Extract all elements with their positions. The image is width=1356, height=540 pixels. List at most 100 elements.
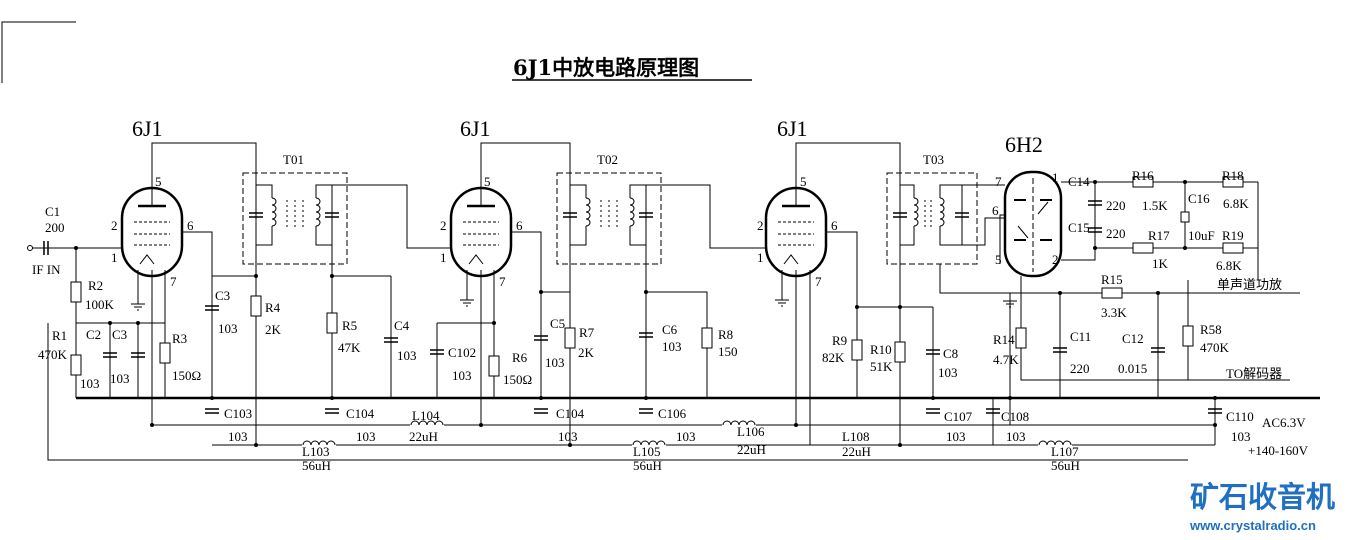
l103-value: 56uH bbox=[302, 458, 331, 473]
c6-value: 103 bbox=[662, 339, 682, 354]
c1-value: 200 bbox=[45, 220, 65, 235]
pin-label: 5 bbox=[800, 174, 807, 189]
tube-label-v2: 6J1 bbox=[460, 116, 491, 141]
wiring bbox=[30, 142, 1300, 461]
c11-value: 220 bbox=[1070, 361, 1090, 376]
c106-value: 103 bbox=[676, 429, 696, 444]
c12-value: 0.015 bbox=[1118, 361, 1147, 376]
transformer-t01 bbox=[242, 172, 348, 265]
r10-label: R10 bbox=[870, 342, 892, 357]
transformer-label: T03 bbox=[923, 152, 944, 167]
r7-value: 2K bbox=[578, 345, 595, 360]
decoder-output-label: TO解码器 bbox=[1226, 366, 1282, 381]
r5-label: R5 bbox=[342, 318, 357, 333]
pin-label: 5 bbox=[484, 174, 491, 189]
c103-value: 103 bbox=[228, 429, 248, 444]
c107-label: C107 bbox=[944, 409, 973, 424]
c14-label: C14 bbox=[1068, 174, 1090, 189]
c12-label: C12 bbox=[1122, 331, 1144, 346]
c11-label: C11 bbox=[1070, 329, 1091, 344]
transformer-label: T01 bbox=[283, 152, 304, 167]
r2-label: R2 bbox=[88, 278, 103, 293]
pin-label: 2 bbox=[111, 218, 118, 233]
r15-label: R15 bbox=[1101, 272, 1123, 287]
c106-label: C106 bbox=[658, 406, 687, 421]
pin-label: 7 bbox=[499, 274, 506, 289]
pin-label: 2 bbox=[440, 218, 447, 233]
c110-value: 103 bbox=[1231, 429, 1251, 444]
c4-value: 103 bbox=[397, 348, 417, 363]
l104-label: L104 bbox=[412, 408, 440, 423]
l106-value: 22uH bbox=[737, 442, 766, 457]
pin-label: 7 bbox=[170, 274, 177, 289]
c3-label: C3 bbox=[112, 327, 127, 342]
c3-value: 103 bbox=[218, 321, 238, 336]
r1-value: 470K bbox=[38, 347, 68, 362]
c104-label: C104 bbox=[556, 406, 585, 421]
c108-label: C108 bbox=[1001, 409, 1029, 424]
c3-value: 103 bbox=[110, 371, 130, 386]
l107-value: 56uH bbox=[1051, 458, 1080, 473]
pin-label: 7 bbox=[995, 174, 1002, 189]
if-in-label: IF IN bbox=[32, 262, 61, 277]
c107-value: 103 bbox=[946, 429, 966, 444]
r8-label: R8 bbox=[718, 327, 733, 342]
transformer-t03 bbox=[886, 172, 978, 265]
pin-label: 5 bbox=[995, 252, 1002, 267]
l106-label: L106 bbox=[737, 424, 765, 439]
site-url: www.crystalradio.cn bbox=[1189, 518, 1316, 533]
c2-value: 103 bbox=[80, 376, 100, 391]
c8-value: 103 bbox=[938, 365, 958, 380]
r58-label: R58 bbox=[1200, 322, 1222, 337]
c15-label: C15 bbox=[1068, 220, 1090, 235]
pin-label: 6 bbox=[992, 203, 999, 218]
r19-value: 6.8K bbox=[1216, 258, 1242, 273]
pin-label: 6 bbox=[187, 218, 194, 233]
l105-label: L105 bbox=[633, 444, 660, 459]
tube-label-v3: 6J1 bbox=[777, 116, 808, 141]
tube-v1 bbox=[120, 186, 184, 278]
r1-label: R1 bbox=[52, 328, 67, 343]
r2-value: 100K bbox=[85, 297, 115, 312]
c16-value: 10uF bbox=[1188, 228, 1215, 243]
l108-label: L108 bbox=[842, 429, 869, 444]
pin-label: 2 bbox=[757, 218, 764, 233]
r19-label: R19 bbox=[1222, 228, 1244, 243]
pin-label: 5 bbox=[155, 174, 162, 189]
pin-label: 2 bbox=[1052, 252, 1059, 267]
page-title: 6J1中放电路原理图 bbox=[513, 55, 699, 80]
c16-label: C16 bbox=[1188, 191, 1210, 206]
r58-value: 470K bbox=[1200, 340, 1230, 355]
tube-v2 bbox=[449, 186, 513, 278]
l104-value: 22uH bbox=[409, 429, 438, 444]
tube-v4 bbox=[1003, 170, 1063, 278]
r3-label: R3 bbox=[172, 331, 187, 346]
c5-label: C5 bbox=[550, 316, 565, 331]
r17-value: 1K bbox=[1152, 256, 1169, 271]
pin-label: 7 bbox=[815, 274, 822, 289]
c5-value: 103 bbox=[545, 355, 565, 370]
pin-label: 1 bbox=[1052, 170, 1059, 185]
tube-label-v1: 6J1 bbox=[132, 116, 163, 141]
l105-value: 56uH bbox=[633, 458, 662, 473]
c104-label: C104 bbox=[346, 406, 375, 421]
tube-label-v4: 6H2 bbox=[1005, 132, 1043, 157]
tube-v3 bbox=[764, 186, 828, 278]
l108-value: 22uH bbox=[842, 444, 871, 459]
hv-supply-label: +140-160V bbox=[1248, 443, 1309, 458]
r16-value: 1.5K bbox=[1142, 198, 1168, 213]
pin-label: 1 bbox=[757, 250, 764, 265]
c2-label: C2 bbox=[86, 327, 101, 342]
c15-value: 220 bbox=[1106, 226, 1126, 241]
c6-label: C6 bbox=[662, 322, 678, 337]
transformer-t02 bbox=[556, 172, 662, 265]
c108-value: 103 bbox=[1006, 429, 1026, 444]
r9-value: 82K bbox=[822, 350, 845, 365]
r8-value: 150 bbox=[718, 344, 738, 359]
c104-value: 103 bbox=[558, 429, 578, 444]
c110-label: C110 bbox=[1226, 409, 1254, 424]
c103-label: C103 bbox=[224, 406, 252, 421]
c8-label: C8 bbox=[943, 346, 958, 361]
pin-label: 1 bbox=[440, 250, 447, 265]
r4-value: 2K bbox=[265, 322, 282, 337]
